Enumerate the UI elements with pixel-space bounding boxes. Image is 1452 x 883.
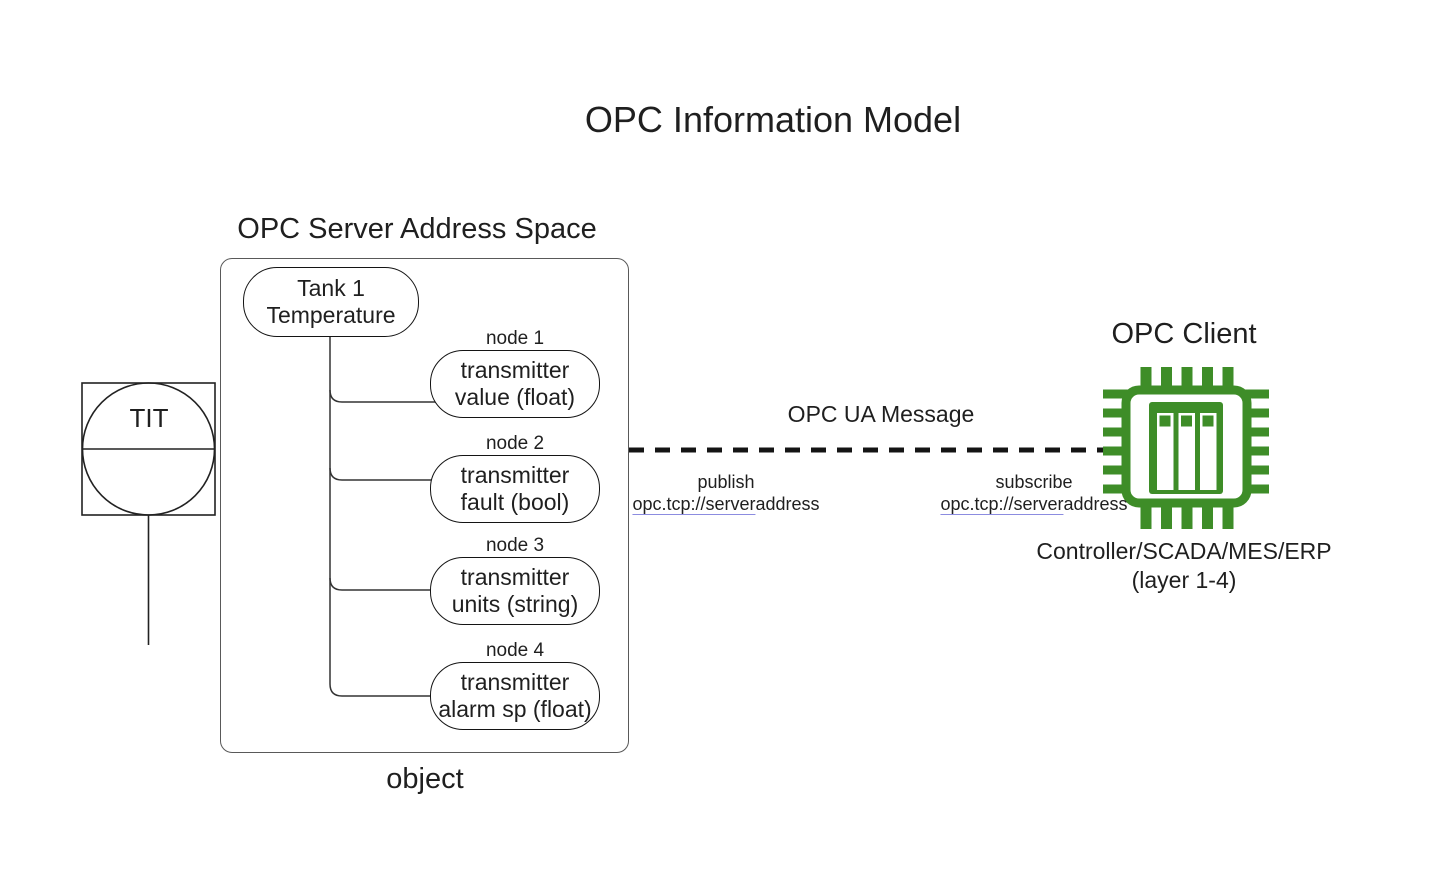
- node-3-line1: transmitter: [460, 564, 570, 590]
- chip-core-slots: [1157, 413, 1217, 490]
- chip-pins-bottom: [1140, 503, 1234, 529]
- client-heading: OPC Client: [1111, 318, 1257, 350]
- object-caption: object: [386, 763, 464, 795]
- chip-pins-top: [1140, 367, 1234, 393]
- node-1-line1: transmitter: [460, 357, 570, 383]
- node-2-pill: transmitter fault (bool): [430, 455, 600, 523]
- node-3-pill: transmitter units (string): [430, 557, 600, 625]
- tree-node-4: node 4 transmitter alarm sp (float): [430, 640, 600, 730]
- server-address-space-box: [220, 258, 629, 753]
- publish-endpoint: publish opc.tcp://serveraddress: [632, 471, 820, 515]
- node-3-line2: units (string): [451, 591, 579, 617]
- node-2-line2: fault (bool): [460, 489, 570, 515]
- client-caption: Controller/SCADA/MES/ERP (layer 1-4): [1036, 537, 1331, 595]
- node-3-label: node 3: [485, 535, 545, 556]
- node-4-pill: transmitter alarm sp (float): [430, 662, 600, 730]
- subscribe-action: subscribe: [995, 472, 1073, 492]
- chip-icon: [1103, 367, 1269, 529]
- subscribe-url: opc.tcp://serveraddress: [940, 493, 1128, 515]
- node-2-label: node 2: [485, 433, 545, 454]
- publish-url-link[interactable]: opc.tcp://server: [632, 494, 756, 515]
- tree-node-1: node 1 transmitter value (float): [430, 328, 600, 418]
- node-4-line2: alarm sp (float): [438, 696, 592, 722]
- publish-action: publish: [697, 472, 755, 492]
- subscribe-endpoint: subscribe opc.tcp://serveraddress: [940, 471, 1128, 515]
- node-2-line1: transmitter: [460, 462, 570, 488]
- chip-core-dots: [1159, 415, 1214, 427]
- instrument-tag: TIT: [129, 403, 169, 433]
- message-label: OPC UA Message: [787, 401, 975, 427]
- subscribe-url-rest: address: [1063, 494, 1128, 514]
- publish-url-rest: address: [755, 494, 820, 514]
- node-4-label: node 4: [485, 640, 545, 661]
- root-node-line2: Temperature: [266, 302, 396, 328]
- page-title: OPC Information Model: [584, 99, 962, 140]
- chip-core: [1149, 402, 1223, 494]
- server-heading: OPC Server Address Space: [237, 213, 597, 245]
- node-1-line2: value (float): [454, 384, 576, 410]
- root-node-line1: Tank 1: [297, 275, 365, 301]
- node-1-pill: transmitter value (float): [430, 350, 600, 418]
- tree-node-2: node 2 transmitter fault (bool): [430, 433, 600, 523]
- client-caption-line1: Controller/SCADA/MES/ERP: [1036, 538, 1332, 564]
- chip-pins-right: [1243, 389, 1269, 494]
- root-node-pill: Tank 1 Temperature: [243, 267, 419, 337]
- subscribe-url-link[interactable]: opc.tcp://server: [940, 494, 1064, 515]
- chip-body: [1121, 385, 1252, 508]
- node-1-label: node 1: [485, 328, 545, 349]
- tree-node-3: node 3 transmitter units (string): [430, 535, 600, 625]
- node-4-line1: transmitter: [460, 669, 570, 695]
- client-caption-line2: (layer 1-4): [1131, 567, 1237, 593]
- publish-url: opc.tcp://serveraddress: [632, 493, 820, 515]
